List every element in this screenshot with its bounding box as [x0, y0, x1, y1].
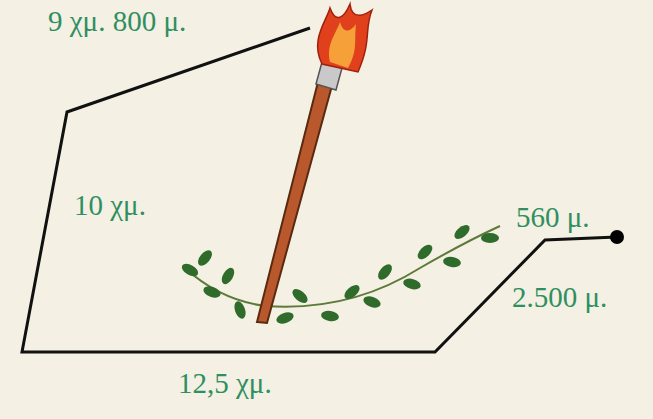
distance-label: 2.500 μ. — [512, 280, 607, 314]
distance-label: 10 χμ. — [74, 188, 146, 222]
torch — [257, 4, 372, 323]
route-line — [22, 28, 617, 352]
end-dot — [610, 230, 624, 244]
olive-branch — [180, 222, 500, 325]
distance-label: 560 μ. — [516, 200, 590, 234]
distance-label: 12,5 χμ. — [178, 366, 272, 400]
distance-label: 9 χμ. 800 μ. — [48, 4, 186, 38]
